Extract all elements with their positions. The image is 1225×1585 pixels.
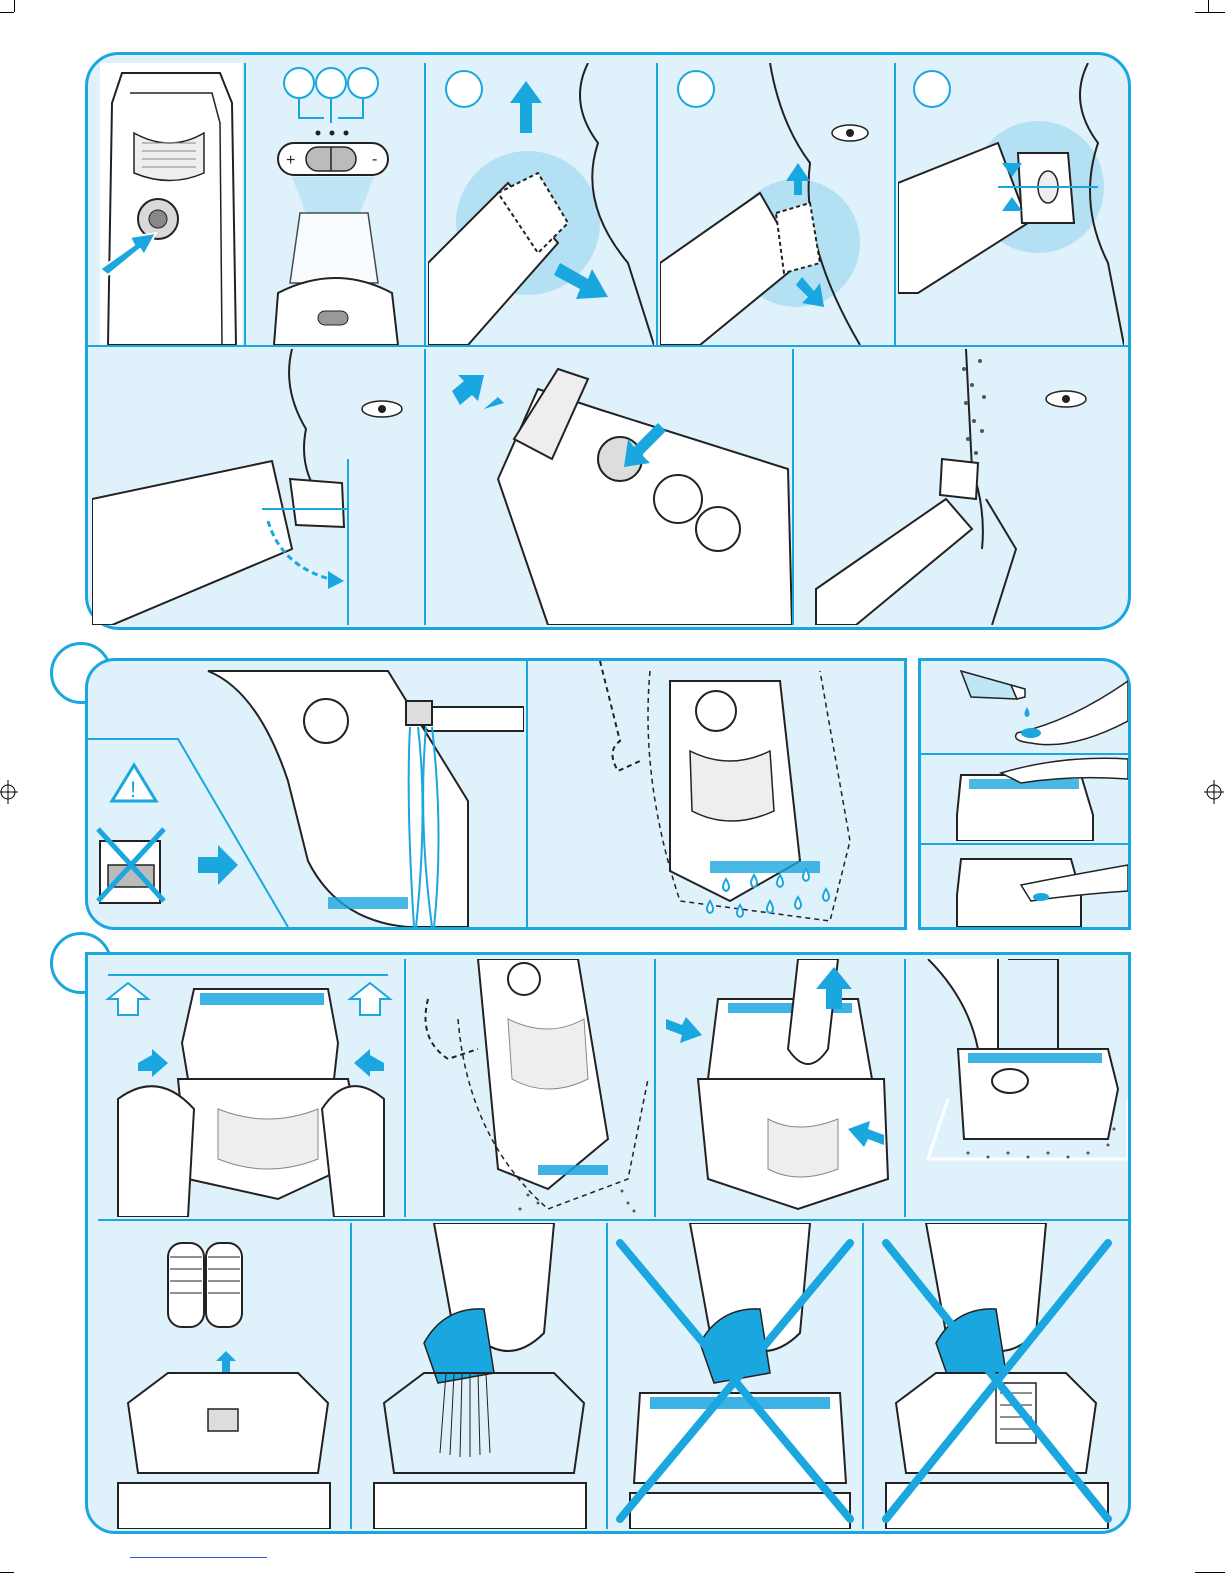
trimmer-position-cell (92, 349, 424, 625)
brush-cutter-illustration (354, 1223, 606, 1529)
divider (526, 661, 528, 927)
trimmer-extend-cell (428, 349, 792, 625)
shaver-front-illustration (100, 63, 242, 345)
oil-foil-illustration (921, 755, 1128, 841)
svg-text:-: - (372, 151, 377, 168)
cleaning-panel: ! (85, 658, 907, 930)
unplug-and-rinse-cell: ! (88, 661, 524, 927)
mode-selector-cell: + - (248, 63, 424, 345)
crop-mark-top-left (0, 12, 14, 13)
divider (904, 959, 906, 1217)
registration-mark-right (1199, 772, 1225, 812)
divider (244, 63, 246, 345)
divider (862, 1223, 864, 1529)
release-frame-cell (658, 959, 904, 1217)
step-marker-circle (316, 68, 346, 98)
maintenance-panel (85, 952, 1131, 1534)
brush-foil-wrong-cell (610, 1223, 862, 1529)
oil-panel (918, 658, 1131, 930)
shake-dry-illustration (530, 661, 904, 927)
divider (792, 349, 794, 625)
rinse-head-cell (408, 959, 654, 1217)
footer-link-line (130, 1557, 267, 1558)
svg-text:+: + (286, 152, 295, 169)
registration-mark-left (0, 772, 24, 812)
oil-drop-cell (921, 661, 1128, 751)
shaving-cheek-illustration (660, 63, 892, 345)
step-marker-circle (284, 68, 314, 98)
replace-cutter-block-illustration (98, 1223, 350, 1529)
divider (654, 959, 656, 1217)
oil-cutter-cell (921, 845, 1128, 927)
crop-mark-top-right (1195, 12, 1225, 13)
divider (424, 63, 426, 345)
trimmer-extend-illustration (428, 349, 792, 625)
shaving-neck-illustration (428, 63, 654, 345)
step-marker-circle (678, 71, 714, 107)
oil-drop-illustration (921, 661, 1128, 751)
divider (350, 1223, 352, 1529)
shaving-lip-illustration (898, 63, 1124, 345)
shaving-step-1-cell (428, 63, 654, 345)
operation-panel: + - (85, 52, 1131, 630)
row-divider (88, 345, 1128, 347)
divider (404, 959, 406, 1217)
power-switch-cell (100, 63, 242, 345)
divider (656, 63, 658, 345)
rinse-head-illustration (408, 959, 654, 1217)
remove-shaver-head-cell (98, 959, 404, 1217)
brush-cutter-wrong-cell (866, 1223, 1128, 1529)
warning-exclamation: ! (130, 777, 136, 802)
step-marker-circle (348, 68, 378, 98)
release-frame-illustration (658, 959, 904, 1217)
shaving-step-2-cell (660, 63, 892, 345)
trimmer-position-illustration (92, 349, 424, 625)
remove-shaver-head-illustration (98, 959, 404, 1217)
replace-cutter-block-cell (98, 1223, 350, 1529)
tap-out-hairs-cell (908, 959, 1128, 1217)
step-marker-circle (914, 71, 950, 107)
crop-mark-bottom-left (0, 1572, 14, 1573)
oil-cutter-illustration (921, 845, 1128, 927)
step-marker-circle (446, 71, 482, 107)
crop-mark-top-left-v (14, 0, 15, 12)
tap-out-hairs-illustration (908, 959, 1128, 1217)
brush-cutter-wrong-illustration (866, 1223, 1128, 1529)
row-divider (98, 1219, 1128, 1221)
brush-foil-wrong-illustration (610, 1223, 862, 1529)
sideburn-trim-cell (796, 349, 1128, 625)
divider (424, 349, 426, 625)
crop-mark-bottom-right (1195, 1572, 1225, 1573)
divider (606, 1223, 608, 1529)
brush-cutter-cell (354, 1223, 606, 1529)
mode-selector-illustration: + - (248, 63, 424, 345)
crop-mark-top-right-v (1208, 0, 1209, 12)
shaving-step-3-cell (898, 63, 1124, 345)
oil-foil-cell (921, 755, 1128, 841)
shake-dry-cell (530, 661, 904, 927)
sideburn-trim-illustration (796, 349, 1128, 625)
unplug-and-rinse-illustration: ! (88, 661, 524, 927)
divider (894, 63, 896, 345)
